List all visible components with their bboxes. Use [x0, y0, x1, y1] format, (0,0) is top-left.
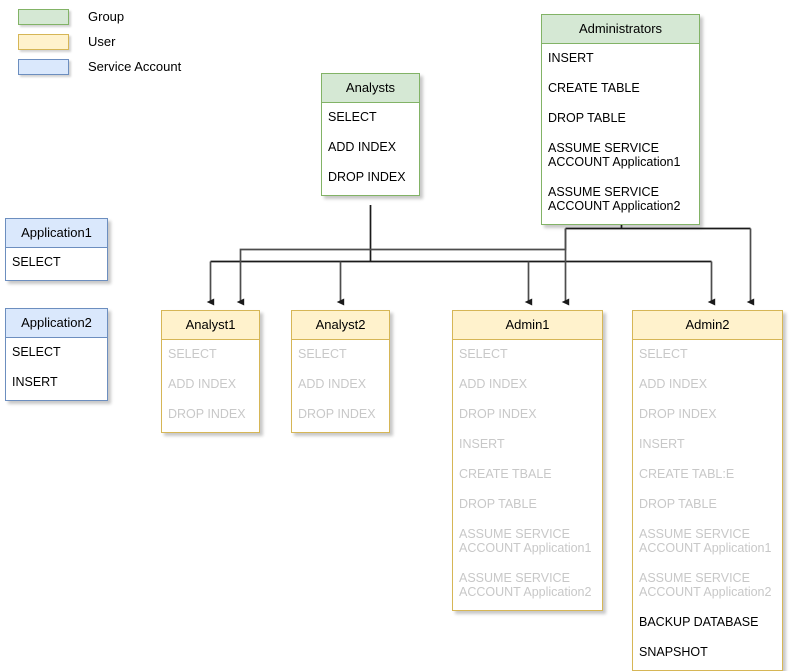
node-application2-permissions: SELECT INSERT [5, 338, 108, 401]
permission-item: ASSUME SERVICE ACCOUNT Application2 [639, 571, 772, 599]
permission-item: ASSUME SERVICE ACCOUNT Application2 [548, 185, 681, 213]
permission-item: SELECT [168, 347, 217, 361]
node-analyst1-permissions: SELECT ADD INDEX DROP INDEX [161, 340, 260, 433]
node-admin1-permissions: SELECT ADD INDEX DROP INDEX INSERT CREATE TB… [452, 340, 603, 611]
node-administrators[interactable]: Administrators INSERT CREATE TABLE DROP TA… [541, 14, 700, 225]
permission-item: SELECT [12, 255, 61, 269]
permission-item: INSERT [639, 437, 685, 451]
permission-item: ADD INDEX [298, 377, 367, 391]
legend-label-service-account: Service Account [88, 59, 182, 74]
permission-item: SELECT [298, 347, 347, 361]
permission-item: ADD INDEX [639, 377, 708, 391]
node-analysts[interactable]: Analysts SELECT ADD INDEX DROP INDEX [321, 73, 420, 196]
node-application1-title: Application1 [5, 218, 108, 248]
permission-item: DROP INDEX [459, 407, 537, 421]
legend-label-user: User [88, 34, 116, 49]
node-application1[interactable]: Application1 SELECT [5, 218, 108, 281]
node-analysts-title: Analysts [321, 73, 420, 103]
permission-item: BACKUP DATABASE [639, 615, 759, 629]
service-swatch-icon [18, 59, 69, 75]
node-analyst2-permissions: SELECT ADD INDEX DROP INDEX [291, 340, 390, 433]
permission-item: ASSUME SERVICE ACCOUNT Application2 [459, 571, 592, 599]
node-admin2-title: Admin2 [632, 310, 783, 340]
permission-item: DROP TABLE [548, 111, 626, 125]
permission-item: ASSUME SERVICE ACCOUNT Application1 [639, 527, 772, 555]
node-application1-permissions: SELECT [5, 248, 108, 281]
node-analyst1[interactable]: Analyst1 SELECT ADD INDEX DROP INDEX [161, 310, 260, 433]
permission-item: SELECT [639, 347, 688, 361]
node-admin1-title: Admin1 [452, 310, 603, 340]
node-administrators-permissions: INSERT CREATE TABLE DROP TABLE ASSUME SERVI… [541, 44, 700, 225]
node-admin1[interactable]: Admin1 SELECT ADD INDEX DROP INDEX INSERT CR… [452, 310, 603, 611]
legend-item-user: User [18, 31, 181, 53]
user-swatch-icon [18, 34, 69, 50]
permission-item: SELECT [459, 347, 508, 361]
node-analyst2[interactable]: Analyst2 SELECT ADD INDEX DROP INDEX [291, 310, 390, 433]
permission-item: ASSUME SERVICE ACCOUNT Application1 [548, 141, 681, 169]
node-admin2-permissions: SELECT ADD INDEX DROP INDEX INSERT CREATE TA… [632, 340, 783, 671]
permission-item: ADD INDEX [459, 377, 528, 391]
node-admin2[interactable]: Admin2 SELECT ADD INDEX DROP INDEX INSERT CR… [632, 310, 783, 671]
legend: Group User Service Account [18, 6, 181, 81]
node-analyst2-title: Analyst2 [291, 310, 390, 340]
permission-item: DROP TABLE [459, 497, 537, 511]
permission-item: DROP INDEX [168, 407, 246, 421]
permission-item: DROP INDEX [298, 407, 376, 421]
permission-item: INSERT [12, 375, 58, 389]
permission-item: INSERT [459, 437, 505, 451]
permission-item: DROP INDEX [639, 407, 717, 421]
legend-label-group: Group [88, 9, 125, 24]
node-application2[interactable]: Application2 SELECT INSERT [5, 308, 108, 401]
node-analyst1-title: Analyst1 [161, 310, 260, 340]
permission-item: ASSUME SERVICE ACCOUNT Application1 [459, 527, 592, 555]
edge-administrators-to-analyst1 [236, 228, 567, 306]
permission-item: DROP INDEX [328, 170, 406, 184]
permission-item: SNAPSHOT [639, 645, 708, 659]
permission-item: INSERT [548, 51, 594, 65]
permission-item: SELECT [12, 345, 61, 359]
permission-item: CREATE TABL:E [639, 467, 735, 481]
node-administrators-title: Administrators [541, 14, 700, 44]
permission-item: DROP TABLE [639, 497, 717, 511]
group-swatch-icon [18, 9, 69, 25]
node-analysts-permissions: SELECT ADD INDEX DROP INDEX [321, 103, 420, 196]
legend-item-group: Group [18, 6, 181, 28]
legend-item-service-account: Service Account [18, 56, 181, 78]
permission-item: SELECT [328, 110, 377, 124]
node-application2-title: Application2 [5, 308, 108, 338]
permission-item: CREATE TABLE [548, 81, 640, 95]
permission-item: ADD INDEX [328, 140, 397, 154]
permission-item: ADD INDEX [168, 377, 237, 391]
permission-item: CREATE TBALE [459, 467, 552, 481]
